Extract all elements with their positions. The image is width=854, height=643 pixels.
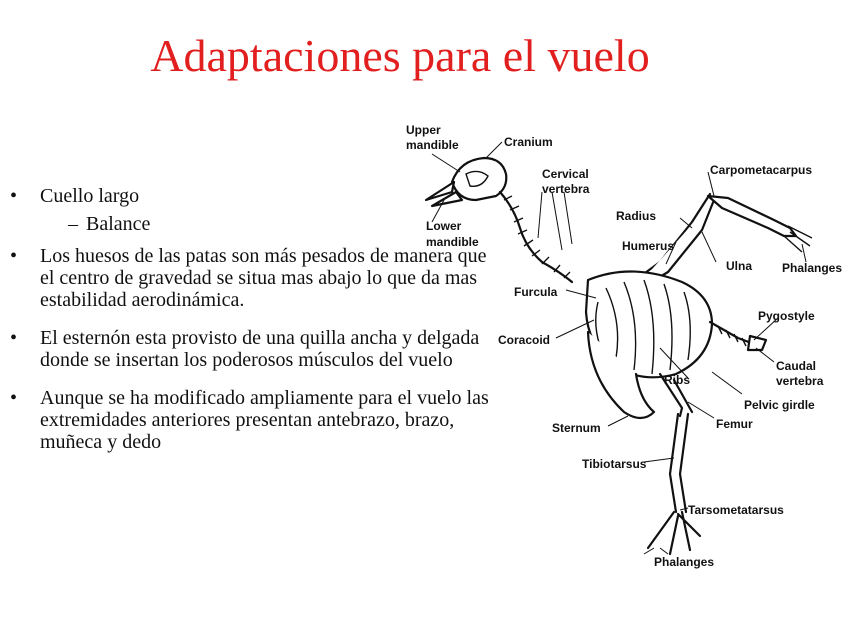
bullet-text: Balance xyxy=(86,213,151,235)
label-pelvic-girdle: Pelvic girdle xyxy=(744,398,815,412)
label-furcula: Furcula xyxy=(514,285,558,299)
bullet-text: Los huesos de las patas son más pesados … xyxy=(40,245,487,311)
bird-skeleton-diagram: Upper mandible Cranium Cervical vertebra… xyxy=(406,123,842,569)
tail-drawing xyxy=(708,320,768,352)
label-radius: Radius xyxy=(616,209,656,223)
label-pygostyle: Pygostyle xyxy=(758,309,815,323)
bullet-item: • Aunque se ha modificado ampliamente pa… xyxy=(10,387,490,453)
label-phalanges-foot: Phalanges xyxy=(654,555,714,569)
bullet-symbol: • xyxy=(10,387,18,409)
label-lower-mandible: Lower xyxy=(426,219,462,233)
bullet-item: • Cuello largo xyxy=(10,185,490,207)
bullet-list: • Cuello largo – Balance • Los huesos de… xyxy=(10,185,490,469)
sub-bullet-symbol: – xyxy=(68,213,78,235)
skull-drawing xyxy=(424,156,508,208)
label-humerus: Humerus xyxy=(622,239,674,253)
bullet-text: Aunque se ha modificado ampliamente para… xyxy=(40,387,489,453)
bullet-item: • Los huesos de las patas son más pesado… xyxy=(10,245,490,311)
label-sternum: Sternum xyxy=(552,421,601,435)
ribcage-drawing xyxy=(584,270,714,379)
bullet-text: El esternón esta provisto de una quilla … xyxy=(40,327,480,371)
label-ribs: Ribs xyxy=(664,373,690,387)
bullet-item: • El esternón esta provisto de una quill… xyxy=(10,327,490,371)
neck-vertebrae-drawing xyxy=(498,190,574,284)
sternum-drawing xyxy=(586,330,656,420)
label-tibiotarsus: Tibiotarsus xyxy=(582,457,647,471)
label-tarsometatarsus: Tarsometatarsus xyxy=(688,503,784,517)
label-coracoid: Coracoid xyxy=(498,333,550,347)
label-caudal-vertebra: Caudal xyxy=(776,359,816,373)
label-cervical-vertebra: Cervical xyxy=(542,167,589,181)
sub-bullet-item: – Balance xyxy=(10,213,490,235)
label-ulna: Ulna xyxy=(726,259,752,273)
label-upper-mandible: Upper xyxy=(406,123,441,137)
label-carpometacarpus: Carpometacarpus xyxy=(710,163,812,177)
label-cranium: Cranium xyxy=(504,135,553,149)
bullet-text: Cuello largo xyxy=(40,185,140,207)
leg-drawing xyxy=(646,372,702,556)
label-upper-mandible: mandible xyxy=(406,138,459,152)
diagram-labels: Upper mandible Cranium Cervical vertebra… xyxy=(406,123,842,569)
leader-lines xyxy=(431,141,807,555)
bullet-symbol: • xyxy=(10,327,18,349)
label-phalanges-wing: Phalanges xyxy=(782,261,842,275)
bullet-symbol: • xyxy=(10,245,18,267)
label-cervical-vertebra: vertebra xyxy=(542,182,590,196)
label-lower-mandible: mandible xyxy=(426,235,479,249)
bullet-symbol: • xyxy=(10,185,18,207)
label-femur: Femur xyxy=(716,417,753,431)
label-caudal-vertebra: vertebra xyxy=(776,374,824,388)
slide-title: Adaptaciones para el vuelo xyxy=(150,30,650,81)
